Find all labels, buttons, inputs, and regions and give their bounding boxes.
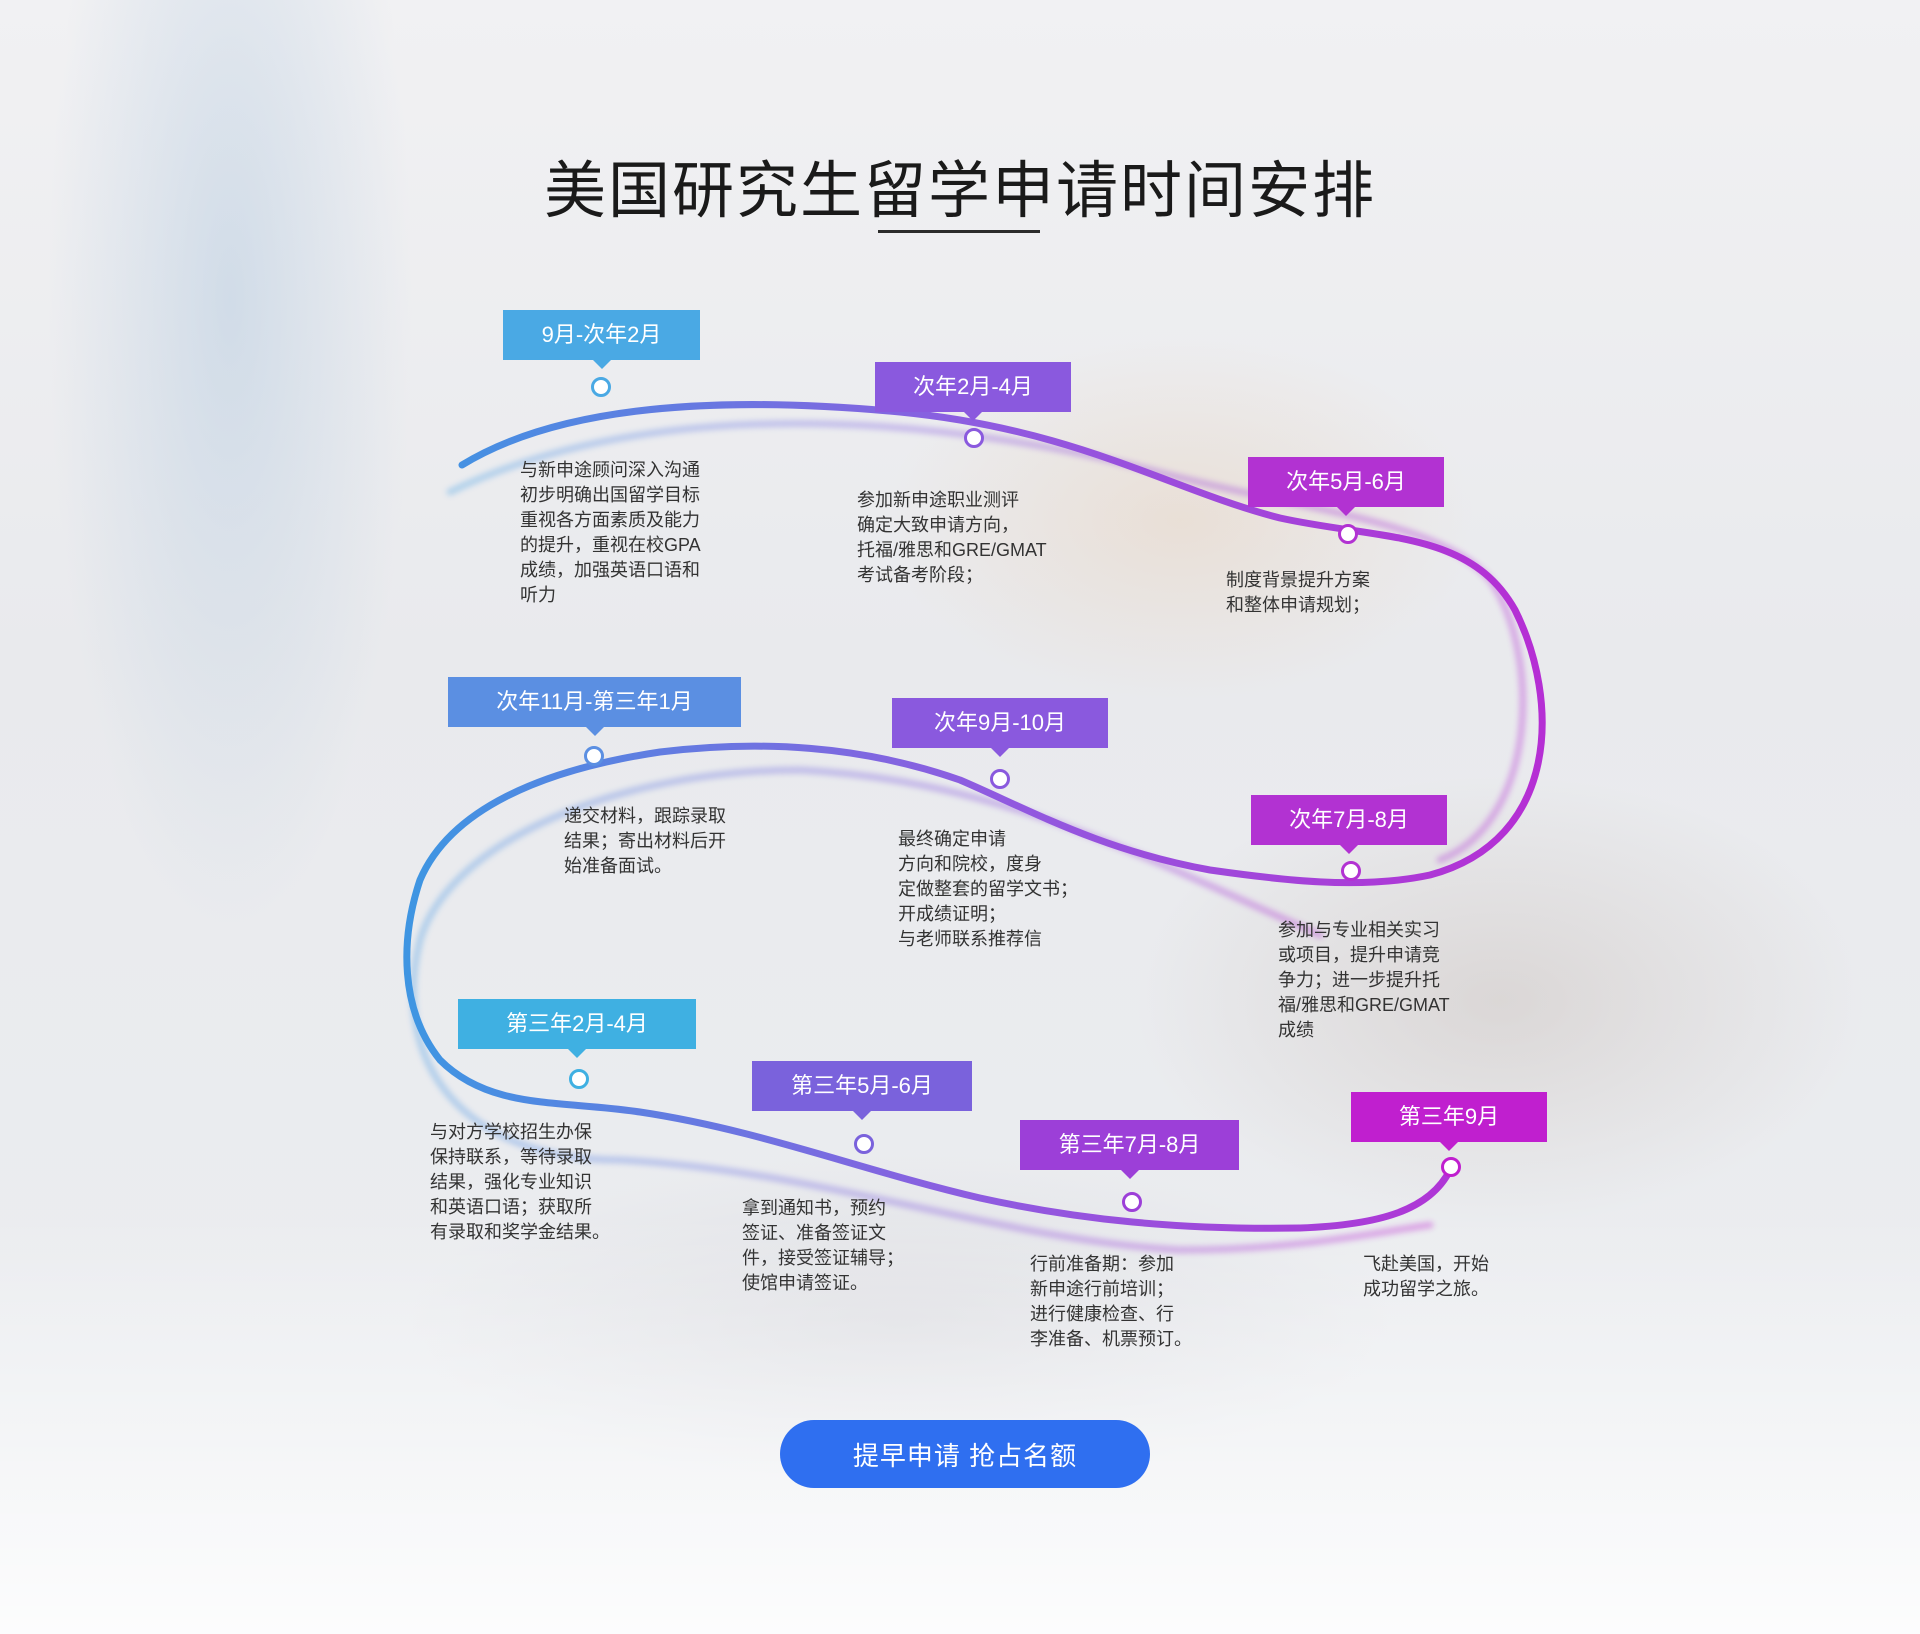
step-9-description: 行前准备期：参加 新申途行前培训； 进行健康检查、行 李准备、机票预订。 [1030,1254,1192,1349]
step-2-description: 参加新申途职业测评 确定大致申请方向， 托福/雅思和GRE/GMAT 考试备考阶… [857,490,1047,585]
step-8-description: 拿到通知书，预约 签证、准备签证文 件，接受签证辅导； 使馆申请签证。 [742,1198,904,1293]
step-2-period: 次年2月-4月 [875,362,1071,421]
step-4-node [1341,861,1361,881]
step-5-node [990,769,1010,789]
apply-now-button[interactable]: 提早申请 抢占名额 [780,1420,1150,1488]
step-10-description: 飞赴美国，开始 成功留学之旅。 [1363,1254,1489,1299]
step-6-description: 递交材料，跟踪录取 结果；寄出材料后开 始准备面试。 [564,806,726,876]
step-9-node [1122,1192,1142,1212]
step-4-description: 参加与专业相关实习 或项目，提升申请竞 争力；进一步提升托 福/雅思和GRE/G… [1278,920,1450,1040]
step-2-node [964,428,984,448]
step-1-node [591,377,611,397]
step-7-period: 第三年2月-4月 [458,999,696,1058]
step-7-node [569,1069,589,1089]
step-5-period: 次年9月-10月 [892,698,1108,757]
step-8-period: 第三年5月-6月 [752,1061,972,1120]
step-1-description: 与新申途顾问深入沟通 初步明确出国留学目标 重视各方面素质及能力 的提升，重视在… [520,460,701,605]
step-7-description: 与对方学校招生办保 保持联系，等待录取 结果，强化专业知识 和英语口语；获取所 … [430,1122,610,1242]
step-3-period: 次年5月-6月 [1248,457,1444,516]
step-6-node [584,746,604,766]
step-8-node [854,1134,874,1154]
step-9-period: 第三年7月-8月 [1020,1120,1239,1179]
title-underline [878,230,1040,233]
step-10-period: 第三年9月 [1351,1092,1547,1151]
step-5-description: 最终确定申请 方向和院校，度身 定做整套的留学文书； 开成绩证明； 与老师联系推… [898,829,1078,949]
step-3-description: 制度背景提升方案 和整体申请规划； [1226,570,1370,615]
step-3-node [1338,524,1358,544]
step-6-period: 次年11月-第三年1月 [448,677,741,736]
step-1-period: 9月-次年2月 [503,310,700,369]
page-title: 美国研究生留学申请时间安排 [543,157,1376,226]
step-10-node [1441,1157,1461,1177]
step-4-period: 次年7月-8月 [1251,795,1447,854]
